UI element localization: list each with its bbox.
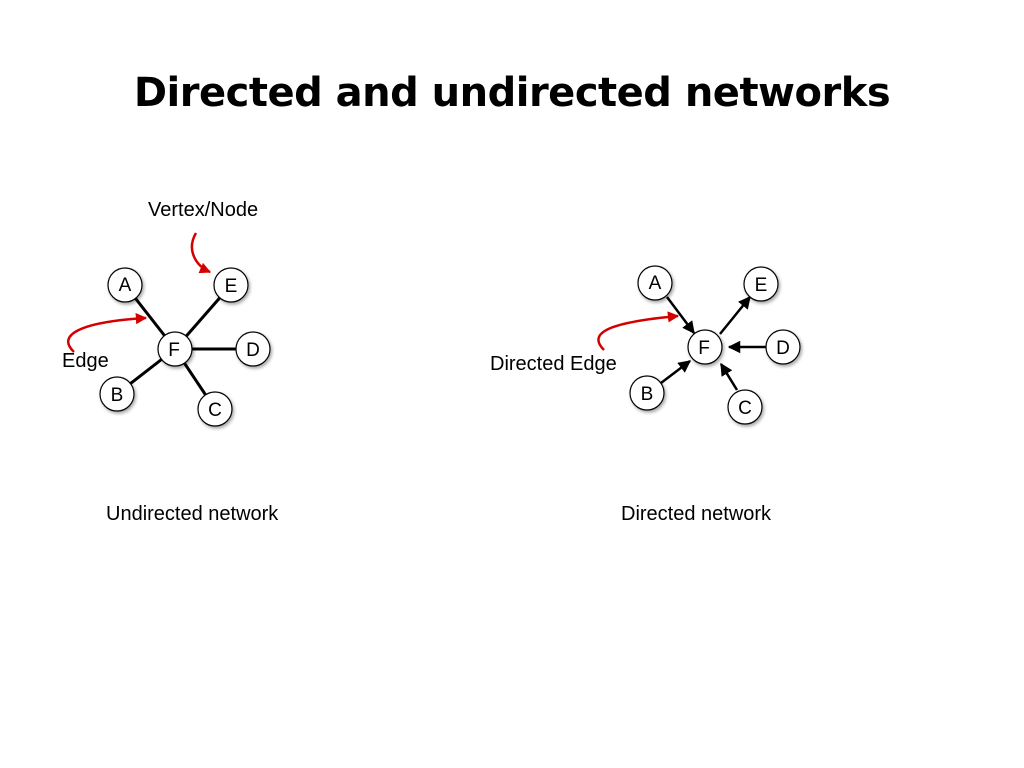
directed-edges (660, 296, 766, 391)
undirected-node-a: A (107, 267, 143, 303)
undirected-node-e-label: E (225, 276, 238, 297)
edge-annotation-arrow (67, 312, 148, 353)
vertex-annotation-arrow (190, 232, 212, 274)
directed-node-c-label: C (738, 398, 752, 419)
undirected-node-f: F (157, 331, 193, 367)
directed-node-f-label: F (698, 338, 710, 359)
undirected-network-caption: Undirected network (106, 503, 279, 525)
directed-node-d: D (765, 329, 801, 365)
directed-node-e: E (743, 266, 779, 302)
directed-edge-a-to-f (666, 296, 695, 334)
undirected-node-b-label: B (111, 385, 124, 406)
undirected-network: A E F D B C Vertex/Node Edge Undirected … (62, 199, 279, 525)
directed-node-f: F (687, 329, 723, 365)
directed-edge-c-to-f (719, 362, 739, 391)
directed-node-c: C (727, 389, 763, 425)
undirected-node-d: D (235, 331, 271, 367)
directed-node-a: A (637, 265, 673, 301)
directed-node-e-label: E (755, 275, 768, 296)
directed-node-a-label: A (649, 273, 662, 294)
undirected-node-a-label: A (119, 275, 132, 296)
directed-node-b: B (629, 375, 665, 411)
undirected-node-b: B (99, 376, 135, 412)
undirected-node-f-label: F (168, 340, 180, 361)
directed-edge-annotation-arrow (597, 311, 680, 351)
undirected-node-c: C (197, 391, 233, 427)
undirected-node-c-label: C (208, 400, 222, 421)
vertex-node-annotation: Vertex/Node (148, 199, 258, 221)
undirected-node-d-label: D (246, 340, 260, 361)
directed-edge-f-to-e (719, 296, 751, 335)
directed-node-b-label: B (641, 384, 654, 405)
directed-edge-annotation: Directed Edge (490, 353, 617, 375)
slide-title: Directed and undirected networks (133, 70, 891, 116)
directed-edge-b-to-f (660, 360, 691, 384)
undirected-node-e: E (213, 267, 249, 303)
directed-node-d-label: D (776, 338, 790, 359)
edge-annotation: Edge (62, 350, 109, 372)
directed-network-caption: Directed network (621, 503, 772, 525)
directed-network: A E F D B C Directed Edge Directed netwo… (490, 265, 801, 525)
